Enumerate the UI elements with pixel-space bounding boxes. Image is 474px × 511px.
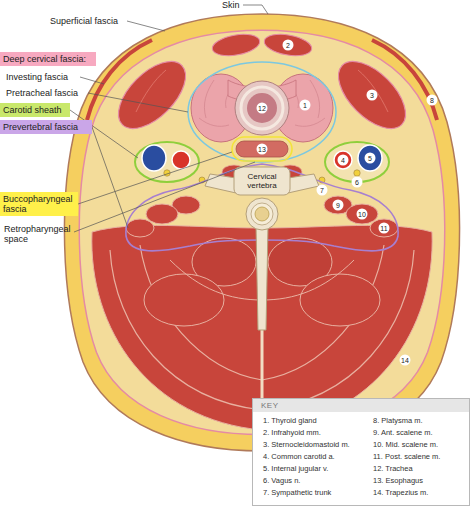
callout-number: 8 [427, 95, 438, 106]
fascia-name: Prevertebral fascia [3, 122, 78, 132]
fascia-tag: Deep cervical fascia: [0, 52, 96, 66]
key-item: 11. Post. scalene m. [373, 453, 440, 462]
callout-number: 5 [365, 153, 376, 164]
spinous-process [256, 226, 268, 330]
fascia-name: Deep cervical fascia: [3, 54, 86, 64]
part-label: Retropharyngeal space [4, 224, 79, 245]
key-item: 10. Mid. scalene m. [373, 441, 438, 450]
callout-number: 1 [300, 100, 311, 111]
callout-number: 11 [379, 223, 390, 234]
key-item: 3. Sternocleidomastoid m. [263, 441, 350, 450]
leader-line [74, 162, 255, 232]
fascia-name: Buccopharyngeal fascia [3, 194, 75, 215]
leader-line [80, 77, 104, 84]
part-label: Investing fascia [6, 72, 68, 82]
fascia-tag: Prevertebral fascia [0, 120, 92, 134]
tracheal-cartilage [241, 87, 283, 129]
callout-number: 2 [283, 40, 294, 51]
callout-number: 13 [257, 144, 268, 155]
callout-number: 3 [367, 90, 378, 101]
trachea [235, 81, 289, 135]
key-heading: KEY [253, 399, 469, 412]
fascia-name: Carotid sheath [3, 105, 62, 115]
key-item: 6. Vagus n. [263, 477, 300, 486]
leader-line [127, 21, 165, 31]
pretracheal-fascia [188, 62, 336, 162]
key-item: 7. Sympathetic trunk [263, 489, 331, 498]
key-item: 12. Trachea [373, 465, 413, 474]
key-item: 9. Ant. scalene m. [373, 429, 433, 438]
part-label: Cervical vertebra [235, 172, 289, 190]
callout-number: 6 [352, 177, 363, 188]
callout-number: 7 [317, 185, 328, 196]
part-label: Skin [222, 0, 240, 10]
spinal-canal [251, 203, 273, 225]
buccopharyngeal-fascia [232, 137, 292, 161]
leader-line [243, 5, 268, 14]
callout-number: 9 [333, 200, 344, 211]
key-item: 8. Platysma m. [373, 417, 423, 426]
fascia-tag: Carotid sheath [0, 103, 70, 117]
key-item: 5. Internal jugular v. [263, 465, 328, 474]
vertebral-body [234, 167, 290, 195]
callout-number: 10 [357, 209, 368, 220]
part-label: Superficial fascia [50, 16, 118, 26]
skin-outline [64, 14, 459, 451]
callout-number: 14 [400, 355, 411, 366]
key-box: KEY 1. Thyroid gland 2. Infrahyoid mm. 3. S… [252, 398, 470, 506]
leader-line [70, 110, 138, 158]
key-item: 4. Common carotid a. [263, 453, 335, 462]
fascia-tag: Buccopharyngeal fascia [0, 192, 78, 216]
leader-line [78, 152, 232, 204]
key-item: 14. Trapezius m. [373, 489, 428, 498]
key-item: 1. Thyroid gland [263, 417, 317, 426]
leader-line [88, 93, 188, 112]
tracheal-lumen [247, 93, 277, 123]
part-label: Pretracheal fascia [6, 88, 78, 98]
callout-number: 12 [257, 103, 268, 114]
key-item: 2. Infrahyoid mm. [263, 429, 321, 438]
esophagus [236, 141, 288, 157]
leader-lines [70, 5, 268, 232]
spinal-cord [255, 207, 269, 221]
investing-fascia [79, 30, 444, 434]
vertebral-arch [246, 198, 278, 230]
callout-number: 4 [338, 155, 349, 166]
key-item: 13. Esophagus [373, 477, 423, 486]
